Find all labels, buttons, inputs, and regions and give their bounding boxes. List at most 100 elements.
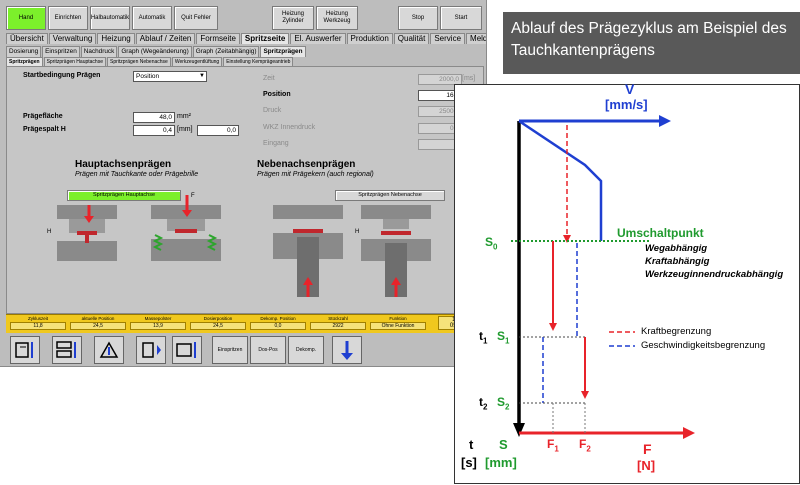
- tab-spritzseite[interactable]: Spritzseite: [240, 33, 290, 44]
- f-axis-unit: [N]: [637, 458, 656, 473]
- nebenachse-subtitle: Prägen mit Prägekern (auch regional): [257, 171, 374, 178]
- chevron-down-icon: ▼: [199, 73, 205, 79]
- subtab2-nebenachse[interactable]: Spritzprägen Nebenachse: [107, 57, 171, 66]
- legend-kraftbegrenzung: Kraftbegrenzung: [641, 326, 712, 337]
- s2-label: S2: [497, 395, 510, 412]
- start-condition-label: Startbedingung Prägen: [23, 72, 101, 79]
- mode-kraftabhaengig: Kraftabhängig: [645, 256, 710, 267]
- mold-open-icon: [56, 341, 76, 358]
- heizung-zylinder-button[interactable]: Heizung Zylinder: [272, 6, 314, 30]
- umschaltpunkt-label: Umschaltpunkt: [617, 226, 704, 240]
- mold-illustration-1: [57, 205, 117, 261]
- f1-label: F1: [547, 437, 559, 454]
- fkey-1-button[interactable]: [10, 336, 40, 364]
- mode-werkzeuginnendruck: Werkzeuginnendruckabhängig: [645, 269, 784, 280]
- sub-tab-bar: Dosierung Einspritzen Nachdruck Graph (W…: [6, 46, 307, 57]
- praegeflaeche-input[interactable]: 48,0: [133, 112, 175, 123]
- s0-label: S0: [485, 235, 498, 252]
- subtab-graph-zeit[interactable]: Graph (Zeitabhängig): [192, 46, 260, 57]
- v-axis-label: V: [625, 81, 635, 97]
- tab-produktion[interactable]: Produktion: [346, 33, 393, 44]
- tab-service[interactable]: Service: [430, 33, 466, 44]
- f2-label: F2: [579, 437, 591, 454]
- subtab2-werkzeugentlueftung[interactable]: Werkzeugentlüftung: [171, 57, 223, 66]
- subtab2-spritzpraegen[interactable]: Spritzprägen: [6, 57, 43, 66]
- time-axis-arrow-icon: [513, 423, 525, 437]
- nebenachse-title: Nebenachsenprägen: [257, 159, 356, 170]
- quit-fehler-button[interactable]: Quit Fehler: [174, 6, 218, 30]
- legend-geschwindigkeitsbegrenzung: Geschwindigkeitsbegrenzung: [641, 340, 766, 351]
- t2-label: t2: [479, 395, 488, 412]
- diagram-title: Ablauf des Prägezyklus am Beispiel des T…: [511, 20, 787, 59]
- tab-uebersicht[interactable]: Übersicht: [6, 33, 48, 44]
- mode-einrichten-button[interactable]: Einrichten: [48, 6, 88, 30]
- v-axis-arrow-icon: [659, 115, 671, 127]
- subtab-dosierung[interactable]: Dosierung: [6, 46, 42, 57]
- fkey-5-button[interactable]: [172, 336, 202, 364]
- tab-ablauf-zeiten[interactable]: Ablauf / Zeiten: [135, 33, 196, 44]
- zeit-label: Zeit: [263, 75, 275, 82]
- praegespalt-input[interactable]: 0,4: [133, 125, 175, 136]
- heizung-werkzeug-button[interactable]: Heizung Werkzeug: [316, 6, 358, 30]
- praegespalt-input-2[interactable]: 0,0: [197, 125, 239, 136]
- tab-heizung[interactable]: Heizung: [97, 33, 135, 44]
- machine-hmi-screen: Hand Einrichten Halbautomatik Automatik …: [0, 0, 487, 367]
- mold-illustration-3: [273, 205, 343, 297]
- nozzle-icon: [142, 342, 161, 358]
- zeit-input: 2000,0: [418, 74, 462, 85]
- start-button[interactable]: Start: [440, 6, 482, 30]
- main-tab-bar: Übersicht Verwaltung Heizung Ablauf / Ze…: [6, 33, 486, 44]
- fig1-h-label: H: [47, 229, 52, 235]
- v-axis-unit: [mm/s]: [605, 97, 648, 112]
- force-arrow-1-icon: [549, 323, 557, 331]
- arrow-down-icon: [341, 341, 353, 360]
- fkey-2-button[interactable]: [52, 336, 82, 364]
- subtab2-kempraegeantrieb[interactable]: Einstellung Kemprägeantrieb: [223, 57, 294, 66]
- mold-illustration-4: [361, 205, 431, 297]
- hauptachse-subtitle: Prägen mit Tauchkante oder Prägebrille: [75, 171, 199, 178]
- s-axis-label: S: [499, 437, 508, 452]
- subtab-nachdruck[interactable]: Nachdruck: [80, 46, 118, 57]
- spritzpraegen-hauptachse-button[interactable]: Spritzprägen Hauptachse: [67, 190, 181, 201]
- function-key-bar: Einspritzen Dos-Pos Dekomp.: [6, 334, 480, 364]
- praegeflaeche-label: Prägefläche: [23, 113, 63, 120]
- subtab-graph-wege[interactable]: Graph (Wegeänderung): [118, 46, 192, 57]
- f-axis-label: F: [643, 441, 652, 457]
- tab-el-auswerfer[interactable]: El. Auswerfer: [290, 33, 346, 44]
- einspritzen-button[interactable]: Einspritzen: [212, 336, 248, 364]
- start-condition-select[interactable]: Position ▼: [133, 71, 207, 82]
- eingang-label: Eingang: [263, 140, 289, 147]
- fkey-4-button[interactable]: [136, 336, 166, 364]
- mode-wegabhaengig: Wegabhängig: [645, 243, 708, 254]
- stop-button[interactable]: Stop: [398, 6, 438, 30]
- subtab-einspritzen[interactable]: Einspritzen: [42, 46, 80, 57]
- mode-hand-button[interactable]: Hand: [6, 6, 46, 30]
- tab-verwaltung[interactable]: Verwaltung: [48, 33, 97, 44]
- diagram-svg: [511, 115, 695, 439]
- sub-tab-bar-2: Spritzprägen Spritzprägen Hauptachse Spr…: [6, 57, 294, 66]
- tab-meldungen[interactable]: Meldungen: [466, 33, 486, 44]
- fkey-3-button[interactable]: [94, 336, 124, 364]
- time-axis-unit: [s]: [461, 455, 477, 470]
- druck-label: Druck: [263, 107, 282, 114]
- dos-pos-button[interactable]: Dos-Pos: [250, 336, 286, 364]
- fkey-scroll-button[interactable]: [332, 336, 362, 364]
- diagram-title-box: Ablauf des Prägezyklus am Beispiel des T…: [503, 12, 800, 74]
- mode-automatik-button[interactable]: Automatik: [132, 6, 172, 30]
- dekomp-button[interactable]: Dekomp.: [288, 336, 324, 364]
- mode-halbautomatik-button[interactable]: Halbautomatik: [90, 6, 130, 30]
- praegespalt-unit: [mm]: [177, 126, 193, 133]
- subtab2-hauptachse[interactable]: Spritzprägen Hauptachse: [43, 57, 106, 66]
- start-condition-value: Position: [136, 73, 160, 80]
- hauptachse-title: Hauptachsenprägen: [75, 159, 172, 170]
- subtab-spritzpraegen[interactable]: Spritzprägen: [260, 46, 306, 57]
- fig4-h-label: H: [355, 229, 360, 235]
- spritzpraegen-nebenachse-button[interactable]: Spritzprägen Nebenachse: [335, 190, 445, 201]
- tab-qualitaet[interactable]: Qualität: [393, 33, 430, 44]
- praegeflaeche-unit: mm²: [177, 113, 191, 120]
- tab-formseite[interactable]: Formseite: [196, 33, 240, 44]
